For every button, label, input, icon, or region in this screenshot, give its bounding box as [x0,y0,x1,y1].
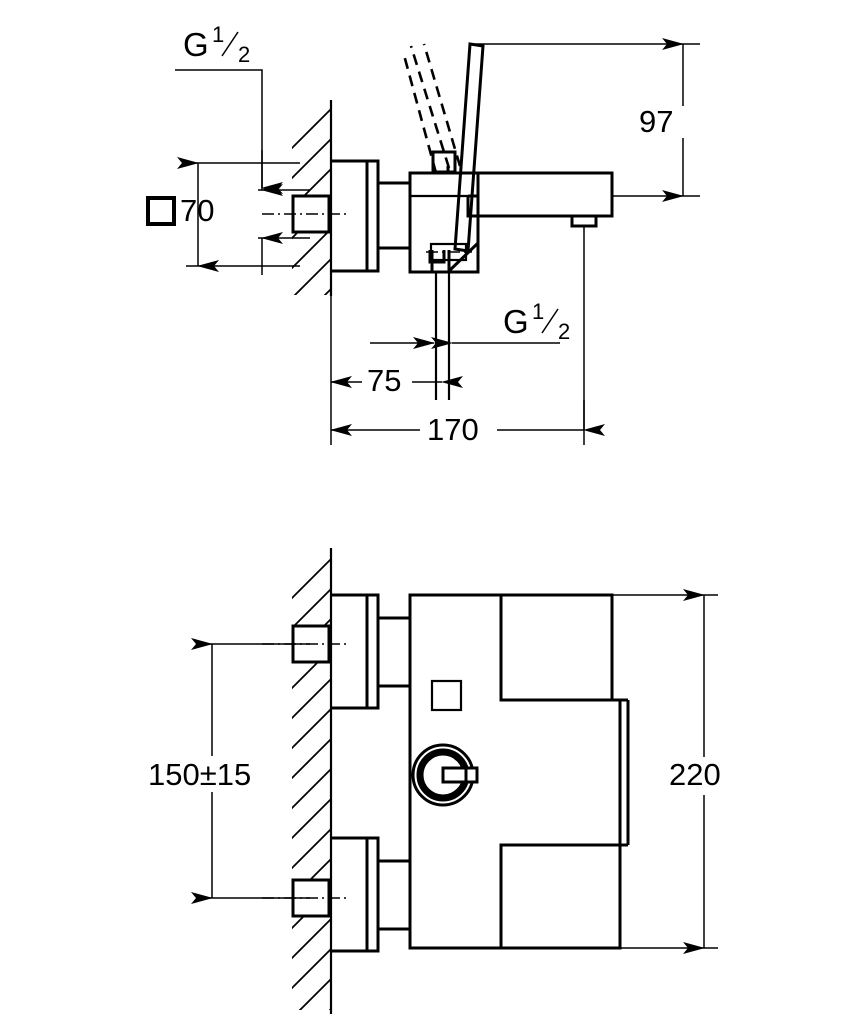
dim-projection-75: 75 [330,296,463,400]
dim97-value: 97 [639,104,673,139]
grohe-logo [411,743,479,807]
dim75-value: 75 [367,363,401,398]
dim-thread-top-denominator: 2 [238,42,250,67]
dim-thread-bottom-numerator: 1 [532,299,544,324]
union-nut-upper [378,616,412,688]
dim-escutcheon-70: 70 [146,150,310,275]
dim220-value: 220 [669,757,721,792]
escutcheon-flange-top [331,159,380,273]
dim-inlet-centres-150: 150±15 [148,638,310,904]
lever-handle-solid [453,42,485,253]
lever-pivot-collar [431,150,457,174]
lever-handle-phantom-b [422,43,462,167]
escutcheon-flange-upper [331,593,380,710]
dim-thread-top-g: G [183,26,209,63]
mixer-body-top [408,171,480,274]
dim-thread-bottom-g: G [503,303,529,340]
indicator-square-front [430,679,463,712]
dim-thread-top: G 1 2 [175,22,283,194]
front-view-dimensions: 150±15 220 [148,589,721,954]
side-elevation-view [262,42,614,430]
dim170-value: 170 [427,412,479,447]
union-nut-top [378,181,412,250]
union-nut-lower [378,859,412,931]
lever-handle-phantom-a [409,45,451,169]
side-view-dimensions: G 1 2 70 [146,22,700,447]
lever-handle-phantom-c [402,54,438,174]
spout-underside-top [466,196,612,218]
escutcheon-flange-lower [331,836,380,953]
dim-thread-top-leader [175,69,283,194]
body-chamfer-top [446,241,480,274]
dim-body-height-220: 220 [612,589,721,954]
dim-thread-top-slash [221,31,239,57]
dim-thread-bottom-denominator: 2 [558,319,570,344]
mixer-body-front [408,593,622,950]
body-step-lower [499,843,628,948]
square-symbol-icon [146,196,176,226]
dim-projection-170: 170 [330,400,605,447]
dim70-value: 70 [180,193,214,228]
dim150-value: 150±15 [148,757,251,792]
dim-thread-bottom-slash [541,308,559,334]
dim-thread-bottom: G 1 2 [370,299,570,349]
front-elevation-view [262,548,630,1014]
spout-arm-top [478,171,614,218]
dim-spout-height-97: 97 [470,38,700,202]
body-step-upper [499,595,628,702]
dim-thread-top-numerator: 1 [212,22,224,47]
